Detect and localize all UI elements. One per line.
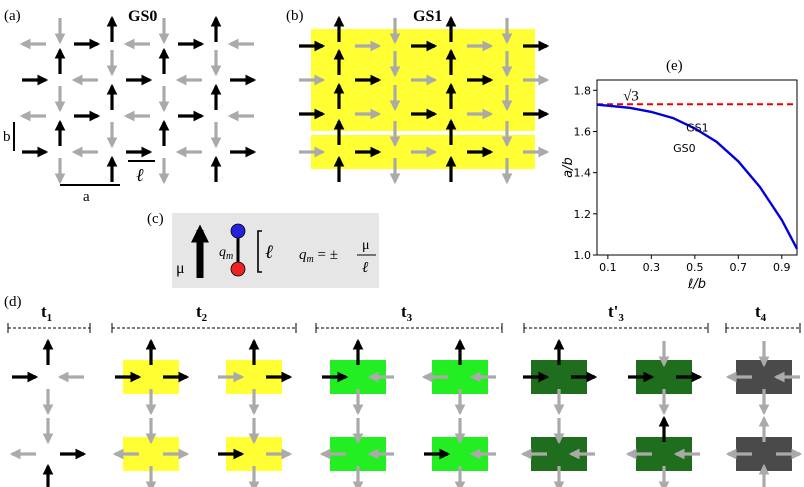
threshold-label: √3 bbox=[623, 88, 639, 104]
charge-formula-numerator: μ bbox=[362, 238, 370, 253]
gs1-title: GS1 bbox=[413, 8, 442, 25]
y-tick-label: 1.2 bbox=[574, 208, 592, 221]
gs0-dim-b-label: b bbox=[3, 129, 11, 145]
vertex-type-label: t1 bbox=[41, 302, 52, 324]
x-tick-label: 0.7 bbox=[730, 261, 748, 274]
south-charge-sphere bbox=[230, 261, 246, 277]
chart-plot-area bbox=[596, 79, 798, 256]
panel-label-b: (b) bbox=[286, 8, 304, 24]
dipole-length-bracket bbox=[257, 230, 262, 273]
y-tick-label: 1.0 bbox=[574, 249, 592, 262]
vertex-type-label: t'3 bbox=[608, 302, 624, 324]
ratio-curve bbox=[596, 103, 799, 250]
y-tick-label: 1.4 bbox=[574, 167, 592, 180]
x-tick-label: 0.3 bbox=[643, 261, 661, 274]
mu-label: μ bbox=[176, 260, 185, 277]
x-tick-label: 0.9 bbox=[773, 261, 791, 274]
x-tick-label: 0.1 bbox=[599, 261, 617, 274]
gs1-region-label: GS1 bbox=[686, 121, 709, 134]
y-axis-label: a/b bbox=[561, 157, 576, 178]
qm-label: qm bbox=[219, 245, 233, 262]
gs1-vertex-squares bbox=[311, 29, 535, 169]
vertex-types: t1 t2 t3 t'3 t4 bbox=[7, 302, 803, 487]
x-tick-label: 0.5 bbox=[686, 261, 704, 274]
gs1-spin-lattice bbox=[299, 15, 550, 185]
panel-label-c: (c) bbox=[147, 211, 164, 227]
gs0-title: GS0 bbox=[128, 8, 157, 25]
vertex-type-label: t3 bbox=[401, 302, 413, 324]
north-charge-sphere bbox=[230, 223, 246, 239]
panel-label-e: (e) bbox=[666, 58, 683, 74]
vertex-type-label: t4 bbox=[755, 302, 767, 324]
panel-label-d: (d) bbox=[4, 294, 22, 310]
vertex-type-label: t2 bbox=[196, 302, 208, 324]
x-axis-label: ℓ/b bbox=[687, 277, 706, 292]
dipole-length-label: ℓ bbox=[265, 242, 273, 263]
y-tick-label: 1.6 bbox=[574, 125, 592, 138]
gs0-region-label: GS0 bbox=[673, 142, 696, 155]
charge-formula: qm = ± bbox=[299, 247, 338, 265]
charge-formula-denominator: ℓ bbox=[362, 260, 368, 276]
gs0-dim-a-label: a bbox=[83, 189, 90, 205]
gs0-dim-l-label: ℓ bbox=[136, 165, 144, 185]
y-tick-label: 1.8 bbox=[574, 84, 592, 97]
panel-label-a: (a) bbox=[4, 8, 21, 24]
gs0-spin-lattice bbox=[19, 15, 257, 185]
